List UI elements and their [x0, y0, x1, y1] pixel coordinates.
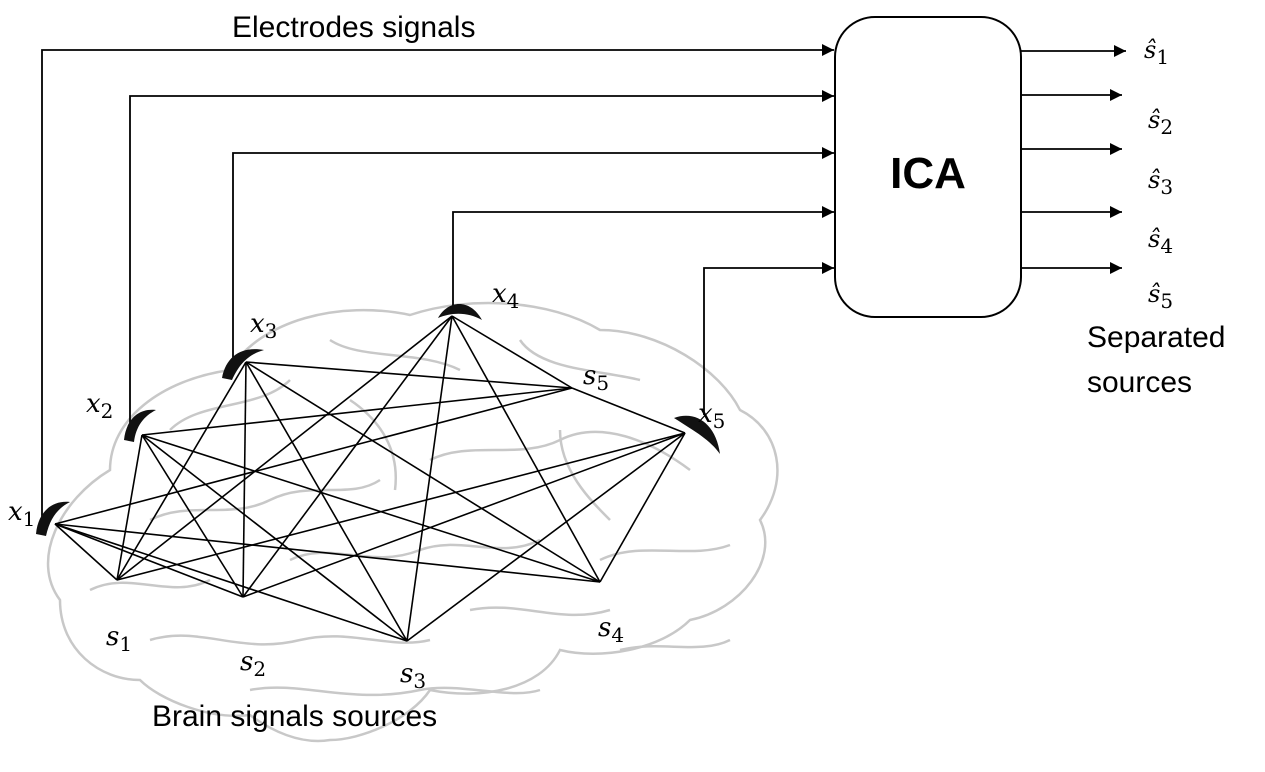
mix-line-s5-x1	[54, 387, 573, 525]
mix-line-s1-x2	[116, 434, 143, 581]
source-label-s5: s5	[583, 361, 609, 395]
wire-x3	[232, 147, 834, 360]
mix-line-s1-x3	[116, 361, 247, 581]
wire-x5	[703, 262, 834, 415]
separated-sources-label-line2: sources	[1087, 366, 1192, 399]
mix-line-s5-x5	[571, 387, 686, 434]
wire-x4	[452, 206, 834, 308]
mix-line-s4-x1	[54, 523, 601, 583]
mix-line-s4-x4	[451, 315, 601, 583]
electrode-cap-x3	[222, 349, 264, 380]
wire-x1	[41, 44, 834, 520]
source-label-s4: s4	[598, 613, 624, 647]
electrode-cap-x1	[36, 501, 70, 536]
source-label-s2: s2	[240, 647, 266, 681]
mix-line-s5-x2	[141, 387, 573, 436]
electrodes-signals-label: Electrodes signals	[232, 11, 475, 44]
mix-line-s5-x3	[245, 361, 573, 389]
mix-line-s4-x5	[599, 432, 686, 583]
output-arrows	[1021, 45, 1126, 274]
mixing-network	[54, 315, 686, 642]
separated-sources-label-line1: Separated	[1087, 321, 1225, 354]
mix-line-s3-x4	[406, 315, 453, 642]
mix-line-s1-x5	[116, 432, 686, 581]
output-label-1: ŝ1	[1144, 36, 1169, 69]
mix-line-s3-x3	[245, 361, 408, 642]
ica-label: ICA	[890, 149, 966, 198]
electrode-label-x4: x4	[492, 279, 519, 313]
source-label-s3: s3	[400, 659, 426, 693]
mix-line-s4-x2	[141, 434, 601, 583]
mix-line-s2-x3	[242, 361, 247, 598]
output-label-2: ŝ2	[1148, 106, 1173, 139]
electrode-label-x2: x2	[86, 389, 113, 423]
mix-line-s3-x2	[141, 434, 408, 642]
electrode-cap-x4	[438, 304, 482, 320]
electrode-cap-x5	[674, 415, 720, 454]
output-label-3: ŝ3	[1148, 166, 1173, 199]
mix-line-s3-x1	[54, 523, 408, 642]
electrode-label-x1: x1	[8, 497, 35, 531]
mix-line-s4-x3	[245, 361, 601, 583]
source-label-s1: s1	[106, 622, 132, 656]
mix-line-s5-x4	[451, 315, 573, 389]
electrode-label-x5: x5	[698, 399, 725, 433]
mix-line-s2-x4	[242, 315, 453, 598]
mix-line-s1-x1	[54, 523, 118, 581]
electrode-cap-x2	[124, 409, 156, 442]
electrode-caps	[36, 304, 720, 536]
ica-block	[834, 16, 1022, 318]
output-label-5: ŝ5	[1148, 280, 1173, 313]
mix-line-s3-x5	[406, 432, 686, 642]
electrode-label-x3: x3	[250, 309, 277, 343]
mix-line-s2-x1	[54, 523, 244, 598]
brain-sources-label: Brain signals sources	[152, 700, 437, 733]
wire-x2	[129, 90, 834, 425]
electrode-wires	[41, 44, 834, 520]
output-label-4: ŝ4	[1148, 225, 1173, 258]
mix-line-s2-x5	[242, 432, 686, 598]
mix-line-s2-x2	[141, 434, 244, 598]
